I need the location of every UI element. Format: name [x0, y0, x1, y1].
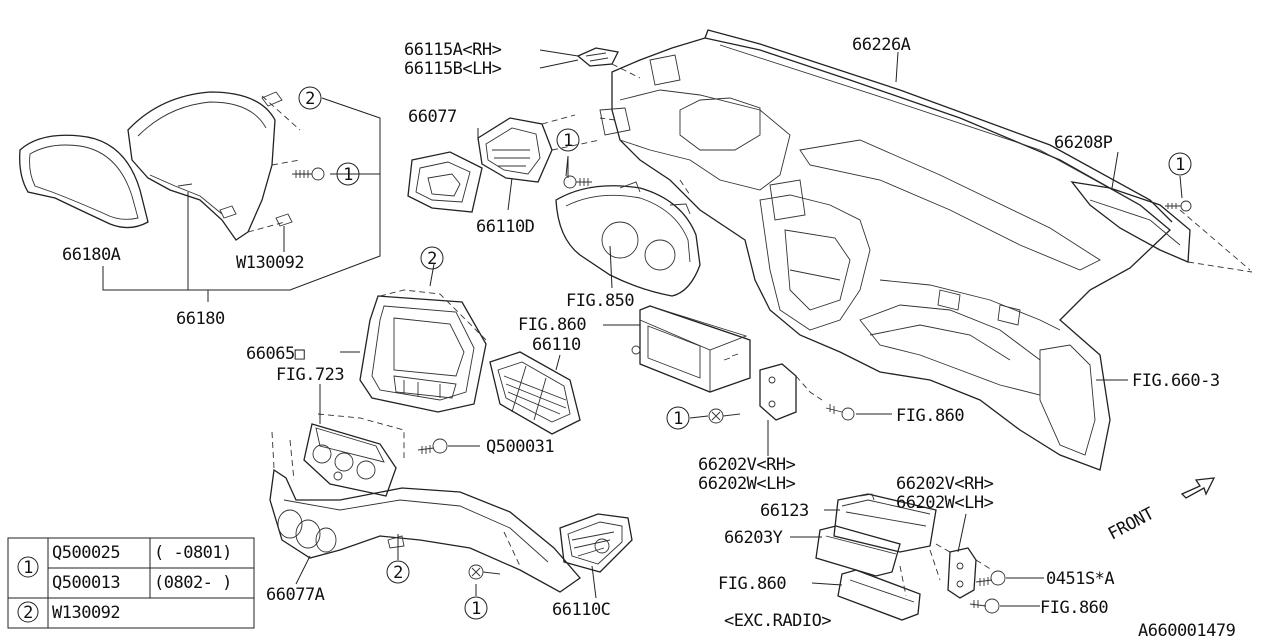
- bracket-66202-upper-drawing: [759, 363, 823, 421]
- part-labels: 66115A<RH> 66115B<LH> 66226A 66077 66208…: [62, 35, 1236, 640]
- callout-number: 2: [305, 89, 315, 109]
- label-66110: 66110: [532, 335, 581, 355]
- diagram-id: A660001479: [1138, 621, 1236, 640]
- label-66110c: 66110C: [552, 600, 610, 620]
- vent-bezel-66077-drawing: [407, 151, 483, 213]
- callout-number: 2: [393, 563, 403, 583]
- bolt-fig860-b-drawing: [825, 404, 855, 421]
- bolt-0451s-drawing: [975, 570, 1006, 586]
- label-fig660-3: FIG.660-3: [1132, 371, 1220, 391]
- callout-1-vent: 1: [556, 128, 580, 152]
- screw-q500025-d-drawing: [468, 564, 501, 580]
- label-66115b: 66115B<LH>: [404, 59, 502, 79]
- label-exc-radio: <EXC.RADIO>: [724, 611, 831, 631]
- label-66226a: 66226A: [852, 35, 911, 55]
- label-front: FRONT: [1105, 504, 1158, 545]
- callout-number: 1: [563, 131, 573, 151]
- callout-2-trim: 2: [386, 560, 410, 584]
- label-66180: 66180: [176, 309, 225, 329]
- label-66065: 66065□: [246, 344, 306, 364]
- legend-marker-2-circle: [17, 601, 39, 623]
- label-q500031: Q500031: [486, 437, 554, 457]
- label-66208p: 66208P: [1054, 133, 1113, 153]
- pocket-66203y-drawing: [815, 525, 901, 577]
- label-fig860-bolt: FIG.860: [896, 406, 964, 426]
- label-w130092: W130092: [236, 253, 304, 273]
- screw-q500025-c-drawing: [708, 408, 741, 424]
- label-fig860-radio: FIG.860: [518, 315, 586, 335]
- callout-1-radio: 1: [666, 406, 690, 430]
- side-cover-66208p-drawing: [1070, 181, 1253, 273]
- label-66115a: 66115A<RH>: [404, 40, 502, 60]
- meter-hood-66180a-drawing: [19, 134, 149, 229]
- bolt-fig860-d-drawing: [969, 598, 1000, 614]
- vent-66110d-drawing: [477, 114, 601, 183]
- callout-number: 1: [471, 599, 481, 619]
- callout-1-sidecover: 1: [1168, 152, 1192, 176]
- lid-fig860-c-drawing: [837, 549, 941, 621]
- legend-marker-1-circle: [17, 556, 39, 578]
- label-66202w-upper: 66202W<LH>: [698, 474, 796, 494]
- screw-q500031-drawing: [417, 438, 448, 454]
- label-66110d: 66110D: [476, 217, 535, 237]
- callout-1-hood: 1: [336, 162, 360, 186]
- legend-part-1: Q500025: [52, 543, 120, 563]
- center-vent-66110-drawing: [489, 351, 581, 435]
- side-vent-66115-drawing: [576, 47, 641, 79]
- label-66202v-upper: 66202V<RH>: [698, 455, 796, 475]
- callout-number: 1: [1175, 155, 1185, 175]
- legend-marker-1: 1: [23, 558, 33, 578]
- legend-part-3: W130092: [52, 603, 120, 623]
- label-66123: 66123: [760, 501, 809, 521]
- callout-1-trim: 1: [464, 596, 488, 620]
- pocket-66123-drawing: [833, 493, 937, 553]
- label-fig723: FIG.723: [276, 365, 344, 385]
- leader-lines: [102, 49, 1183, 607]
- label-66077a: 66077A: [266, 585, 325, 605]
- callout-2-panel: 2: [420, 246, 444, 270]
- center-panel-66065-drawing: [359, 289, 489, 413]
- heater-control-fig723-drawing: [303, 413, 405, 497]
- label-66077: 66077: [408, 107, 457, 127]
- meter-hood-66180-drawing: [127, 91, 301, 241]
- instrument-panel-drawing: [599, 29, 1173, 471]
- legend-table: 1 2 Q500025 ( -0801) Q500013 (0802- ) W1…: [7, 537, 255, 629]
- legend-range-2: (0802- ): [154, 573, 232, 593]
- radio-fig860-drawing: [631, 305, 751, 393]
- legend-range-1: ( -0801): [154, 543, 232, 563]
- legend-marker-2: 2: [23, 603, 33, 623]
- callout-number: 1: [673, 409, 683, 429]
- label-fig860-lower: FIG.860: [1040, 598, 1108, 618]
- vent-66110c-drawing: [559, 513, 633, 573]
- combination-meter-fig850-drawing: [555, 181, 701, 297]
- callout-number: 1: [343, 165, 353, 185]
- label-66202w-lower: 66202W<LH>: [896, 493, 994, 513]
- label-0451s: 0451S*A: [1046, 569, 1114, 589]
- callout-2-hood: 2: [298, 86, 322, 110]
- center-trim-66077a-drawing: [269, 431, 581, 593]
- label-66180a: 66180A: [62, 245, 121, 265]
- label-66203y: 66203Y: [724, 528, 783, 548]
- legend-part-2: Q500013: [52, 573, 120, 593]
- front-arrow-icon: [1180, 477, 1216, 499]
- callout-number: 2: [427, 249, 437, 269]
- label-fig860-lid: FIG.860: [718, 574, 786, 594]
- label-66202v-lower: 66202V<RH>: [896, 474, 994, 494]
- label-fig850: FIG.850: [566, 291, 634, 311]
- bracket-66202-lower-drawing: [935, 543, 993, 599]
